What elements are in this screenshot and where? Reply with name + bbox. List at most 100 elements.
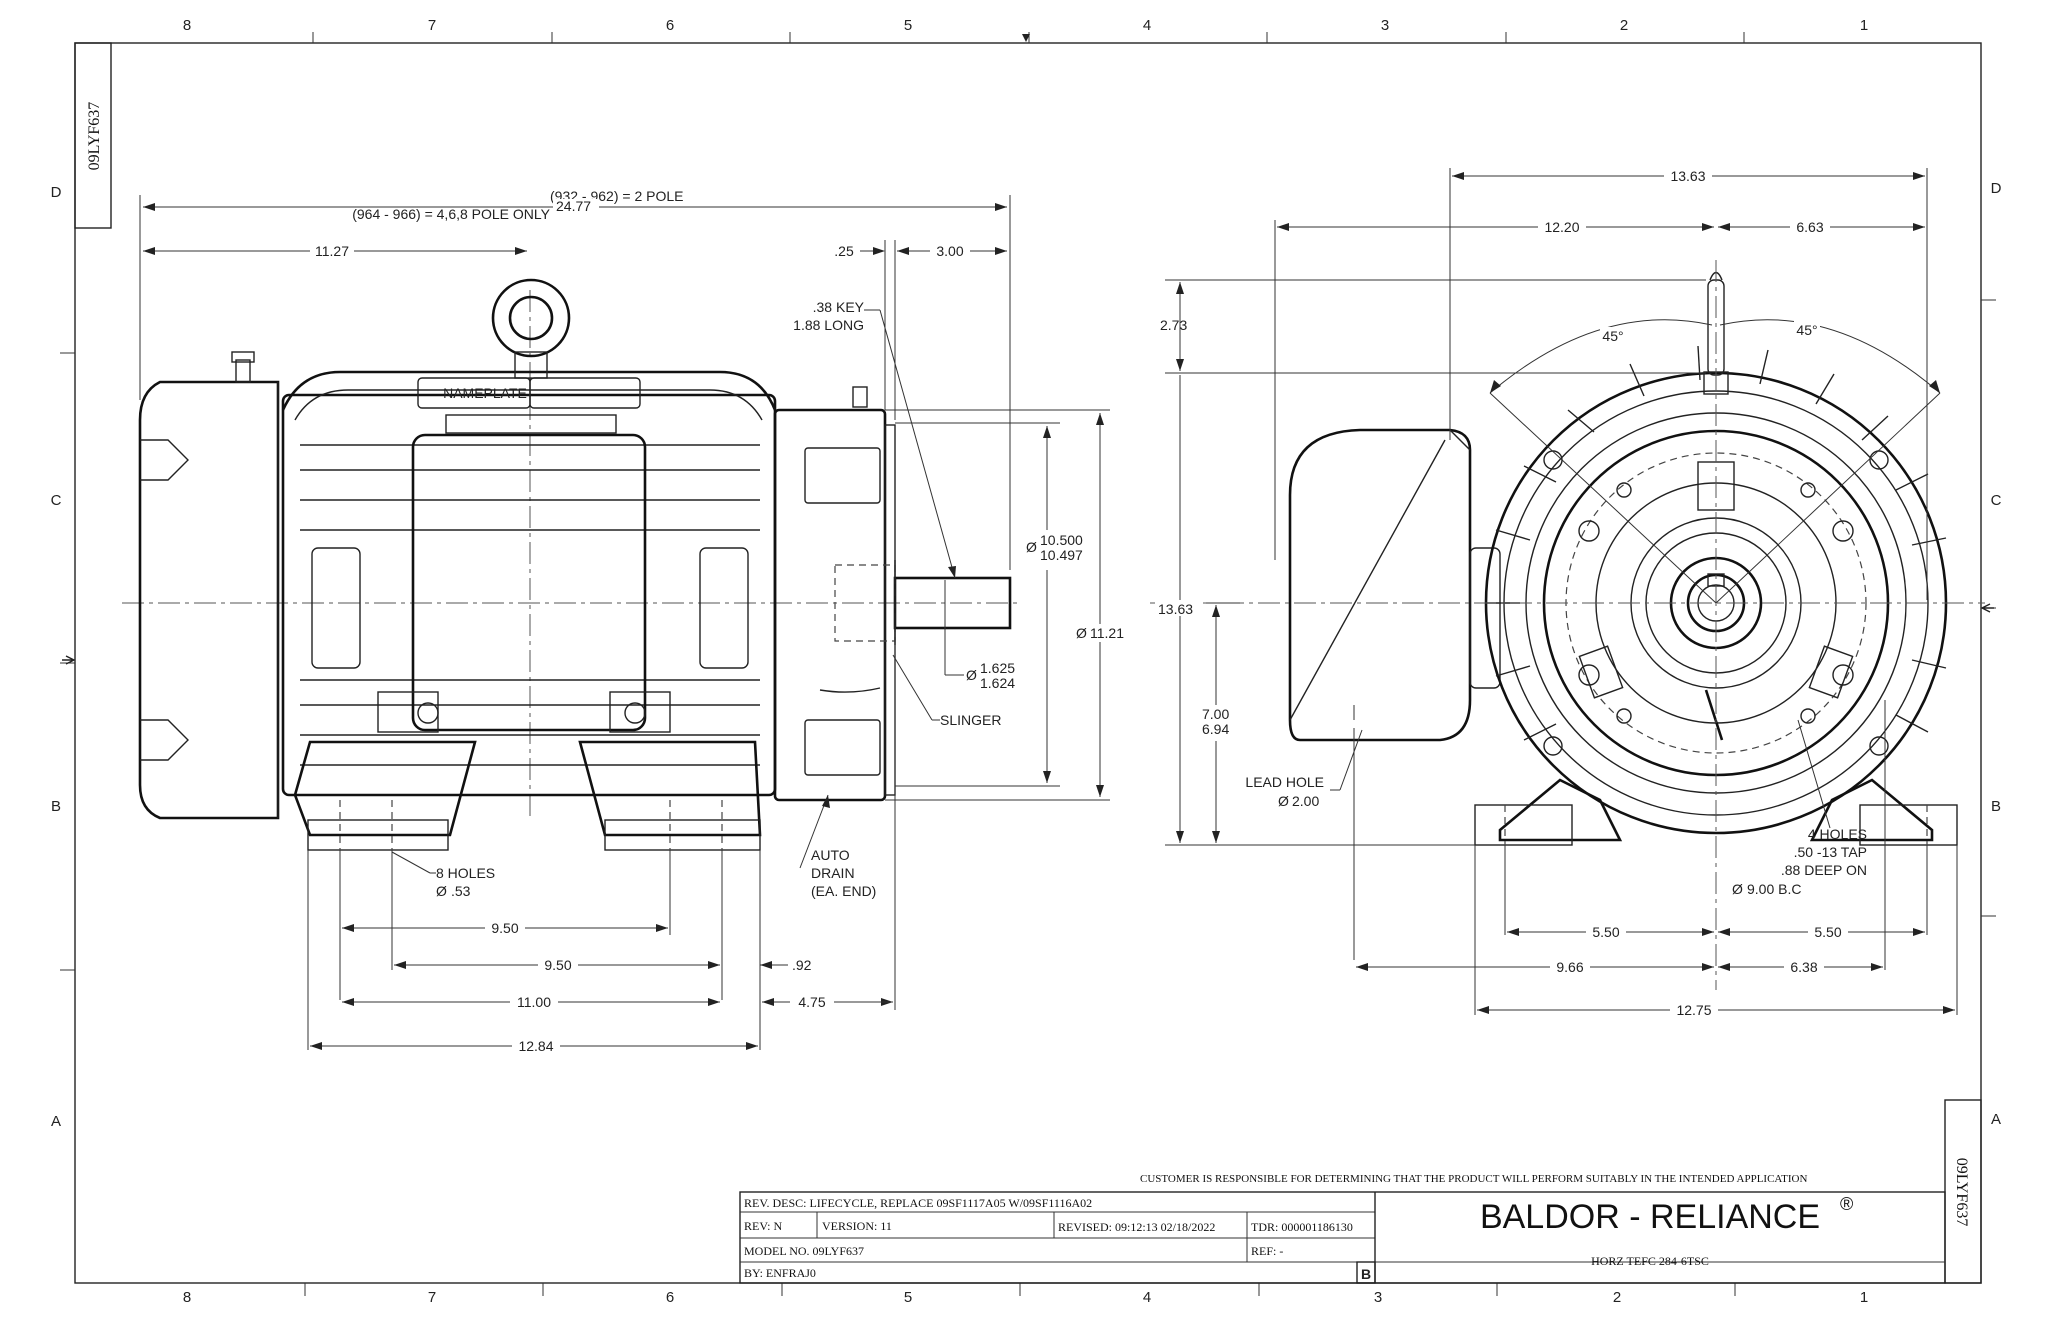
nameplate-label: NAMEPLATE <box>443 385 527 401</box>
zone-row-label: A <box>51 1113 61 1130</box>
zone-col-label: 7 <box>428 1289 436 1306</box>
dim-overall-length: 24.77 <box>556 198 591 214</box>
zone-col-label: 2 <box>1613 1289 1621 1306</box>
tap-note-line-4: 9.00 B.C <box>1747 881 1801 897</box>
dim-offset: .25 <box>834 243 854 259</box>
drain-note-line-3: (EA. END) <box>811 883 876 899</box>
zone-row-label: D <box>51 184 62 201</box>
dim-shaft-dia-max: 1.625 <box>980 660 1015 676</box>
dim-475: 4.75 <box>798 994 825 1010</box>
tdr: TDR: 000001186130 <box>1251 1220 1353 1234</box>
dim-966: 9.66 <box>1556 959 1583 975</box>
zone-col-label: 3 <box>1381 17 1389 34</box>
diameter-symbol: Ø <box>1732 881 1743 897</box>
by: BY: ENFRAJ0 <box>744 1266 816 1280</box>
ref: REF: - <box>1251 1244 1283 1258</box>
drawing-number-tab-bottom: 09LYF637 <box>1944 1099 1982 1284</box>
zone-col-label: 2 <box>1620 17 1628 34</box>
zone-col-label: 3 <box>1374 1289 1382 1306</box>
zone-col-label: 8 <box>183 1289 191 1306</box>
drain-note-line-1: AUTO <box>811 847 850 863</box>
holes-note-line-2: .53 <box>451 883 471 899</box>
zone-row-label: A <box>1991 1111 2001 1128</box>
dim-foot-1100: 11.00 <box>517 994 551 1010</box>
diameter-symbol: Ø <box>1026 539 1037 555</box>
drawing-number-bottom: 09LYF637 <box>1953 1158 1970 1227</box>
diameter-symbol: Ø <box>966 667 977 683</box>
zone-row-label: B <box>51 798 61 815</box>
dim-pilot-dia-min: 10.497 <box>1040 547 1083 563</box>
dim-end-width-left: 12.20 <box>1544 219 1579 235</box>
dim-foot-950-a: 9.50 <box>491 920 518 936</box>
zone-col-label: 4 <box>1143 17 1151 34</box>
dim-end-overall-width: 13.63 <box>1670 168 1705 184</box>
key-note-line-2: 1.88 LONG <box>793 317 864 333</box>
description: HORZ TEFC 284-6TSC <box>1591 1254 1709 1268</box>
zone-col-label: 5 <box>904 17 912 34</box>
dim-frame-dia: 11.21 <box>1090 625 1124 641</box>
dim-shaft-dia-min: 1.624 <box>980 675 1015 691</box>
rev: REV: N <box>744 1219 782 1233</box>
slinger-label: SLINGER <box>940 712 1001 728</box>
end-view <box>1150 260 1985 990</box>
lead-hole-line-2: 2.00 <box>1292 793 1319 809</box>
dim-shaft-height-max: 7.00 <box>1202 706 1229 722</box>
zone-col-label: 5 <box>904 1289 912 1306</box>
side-view-dimensions: (932 - 962) = 2 POLE (964 - 966) = 4,6,8… <box>139 188 1132 1054</box>
dim-1275: 12.75 <box>1676 1002 1711 1018</box>
dim-shaft-height-min: 6.94 <box>1202 721 1229 737</box>
zone-labels: 8 7 6 5 4 3 2 1 8 7 6 5 4 3 2 1 D C B A … <box>51 17 2002 1306</box>
model-no: MODEL NO. 09LYF637 <box>744 1244 864 1258</box>
rev-desc: REV. DESC: LIFECYCLE, REPLACE 09SF1117A0… <box>744 1196 1092 1210</box>
pole-note-line-2: (964 - 966) = 4,6,8 POLE ONLY <box>352 206 550 222</box>
zone-row-label: D <box>1991 180 2002 197</box>
zone-col-label: 6 <box>666 1289 674 1306</box>
dim-end-overall-height: 13.63 <box>1158 601 1193 617</box>
dim-length-to-center: 11.27 <box>315 243 349 259</box>
angle-right: 45° <box>1796 322 1817 338</box>
lead-hole-line-1: LEAD HOLE <box>1245 774 1324 790</box>
zone-row-label: B <box>1991 798 2001 815</box>
zone-col-label: 7 <box>428 17 436 34</box>
tap-note-line-3: .88 DEEP ON <box>1781 862 1867 878</box>
side-view <box>122 278 1110 851</box>
tap-note-line-2: .50 -13 TAP <box>1794 844 1867 860</box>
zone-col-label: 1 <box>1860 17 1868 34</box>
dim-273: 2.73 <box>1160 317 1187 333</box>
title-block: CUSTOMER IS RESPONSIBLE FOR DETERMINING … <box>739 1173 1946 1284</box>
angle-left: 45° <box>1602 328 1623 344</box>
end-view-dimensions: 13.63 12.20 6.63 2.73 45° 45° <box>1155 167 1958 1018</box>
dim-end-width-right: 6.63 <box>1796 219 1823 235</box>
key-note-line-1: .38 KEY <box>813 299 865 315</box>
dim-550-left: 5.50 <box>1592 924 1619 940</box>
company-logo: BALDOR - RELIANCE <box>1480 1198 1820 1236</box>
zone-row-label: C <box>51 492 62 509</box>
dim-550-right: 5.50 <box>1814 924 1841 940</box>
diameter-symbol: Ø <box>1278 793 1289 809</box>
diameter-symbol: Ø <box>436 883 447 899</box>
version: VERSION: 11 <box>822 1219 892 1233</box>
dim-foot-950-b: 9.50 <box>544 957 571 973</box>
zone-row-label: C <box>1991 492 2002 509</box>
zone-col-label: 8 <box>183 17 191 34</box>
drawing-border <box>60 32 1996 1296</box>
dim-638: 6.38 <box>1790 959 1817 975</box>
dim-pilot-dia-max: 10.500 <box>1040 532 1083 548</box>
sheet-size: B <box>1361 1266 1371 1282</box>
registered-mark: ® <box>1840 1194 1853 1214</box>
drain-note-line-2: DRAIN <box>811 865 855 881</box>
dim-shaft-extension: 3.00 <box>936 243 963 259</box>
zone-col-label: 4 <box>1143 1289 1151 1306</box>
customer-note: CUSTOMER IS RESPONSIBLE FOR DETERMINING … <box>1140 1173 1807 1185</box>
drawing-number-tab-top: 09LYF637 <box>74 42 112 229</box>
tap-note-line-1: 4 HOLES <box>1808 826 1867 842</box>
zone-col-label: 1 <box>1860 1289 1868 1306</box>
drawing-number-top: 09LYF637 <box>86 102 103 171</box>
holes-note-line-1: 8 HOLES <box>436 865 495 881</box>
revised: REVISED: 09:12:13 02/18/2022 <box>1058 1220 1215 1234</box>
dim-1284: 12.84 <box>518 1038 553 1054</box>
dim-092: .92 <box>792 957 812 973</box>
diameter-symbol: Ø <box>1076 625 1087 641</box>
zone-col-label: 6 <box>666 17 674 34</box>
